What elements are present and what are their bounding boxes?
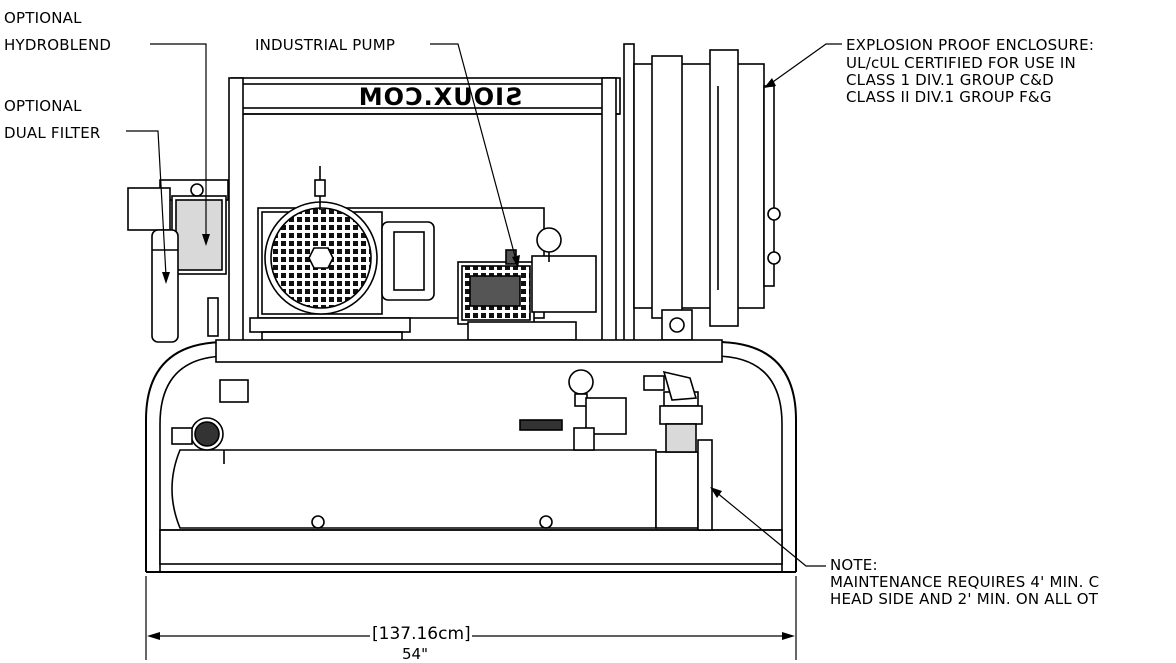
enclosure-callout-line-4: CLASS II DIV.1 GROUP F&G bbox=[846, 88, 1052, 106]
enclosure-callout-line-1: EXPLOSION PROOF ENCLOSURE: bbox=[846, 36, 1095, 54]
optional-hydroblend bbox=[159, 179, 229, 337]
note-arrow bbox=[710, 487, 722, 498]
dimension-metric: [137.16cm] bbox=[372, 624, 471, 644]
hydroblend-leader bbox=[150, 43, 207, 238]
motor bbox=[249, 166, 545, 343]
note-callout-title: NOTE: bbox=[830, 556, 878, 574]
hydroblend-callout-line-1: OPTIONAL bbox=[4, 9, 82, 27]
note-callout-line-1: MAINTENANCE REQUIRES 4' MIN. C bbox=[830, 573, 1100, 591]
dual-filter-callout-line-2: DUAL FILTER bbox=[4, 124, 101, 142]
valves-and-gauges bbox=[171, 369, 703, 464]
dual-filter-arrow bbox=[162, 272, 170, 284]
enclosure-callout-line-3: CLASS 1 DIV.1 GROUP C&D bbox=[846, 71, 1054, 89]
explosion-proof-enclosure bbox=[633, 49, 781, 341]
note-leader bbox=[715, 491, 826, 567]
enclosure-callout-line-2: UL/cUL CERTIFIED FOR USE IN bbox=[846, 54, 1076, 72]
dual-filter-callout-line-1: OPTIONAL bbox=[4, 97, 82, 115]
industrial-pump bbox=[457, 227, 597, 341]
enclosure-leader bbox=[769, 43, 842, 85]
overall-width-dimension bbox=[145, 576, 797, 660]
optional-dual-filter bbox=[127, 187, 179, 343]
tank bbox=[171, 439, 713, 531]
leader-lines bbox=[126, 43, 842, 567]
base-rail bbox=[145, 339, 797, 573]
frame-logo: SIOUX.COM bbox=[340, 82, 540, 112]
pump-callout: INDUSTRIAL PUMP bbox=[255, 36, 396, 54]
frame-logo-text: SIOUX.COM bbox=[357, 83, 523, 111]
hydroblend-arrow bbox=[202, 234, 210, 246]
note-callout-line-2: HEAD SIDE AND 2' MIN. ON ALL OT bbox=[830, 590, 1099, 608]
pump-leader bbox=[430, 43, 517, 261]
enclosure-arrow bbox=[764, 78, 776, 88]
dual-filter-leader bbox=[126, 130, 167, 277]
hydroblend-callout-line-2: HYDROBLEND bbox=[4, 36, 112, 54]
dimension-imperial: 54" bbox=[402, 645, 428, 663]
frame-top-bar bbox=[231, 77, 621, 115]
pump-arrow bbox=[512, 255, 520, 268]
